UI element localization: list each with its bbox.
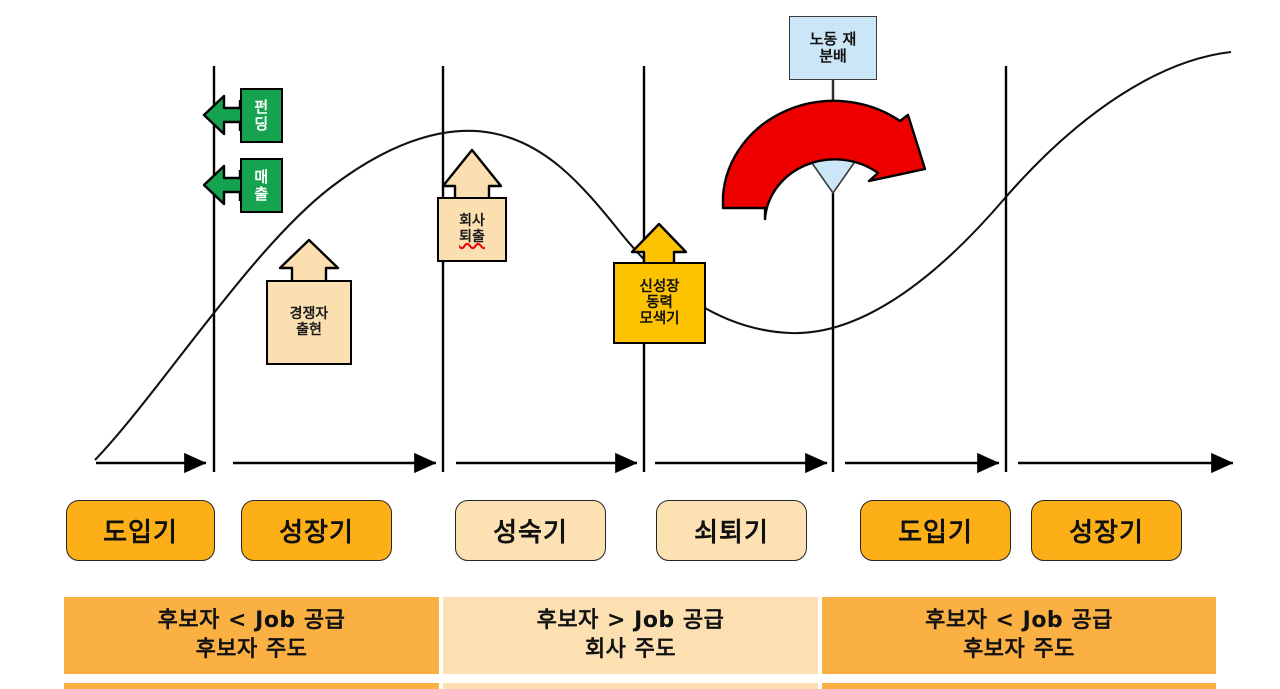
callout-company-exit: 회사 퇴출 [437, 197, 507, 262]
callout-competitor-emergence: 경쟁자 출현 [266, 280, 352, 365]
banner-row1-middle: 후보자 > Job 공급 회사 주도 [443, 597, 818, 674]
banner-row1-left: 후보자 < Job 공급 후보자 주도 [64, 597, 439, 674]
callout-competitor-label: 경쟁자 출현 [289, 305, 329, 338]
callout-revenue: 매 출 [240, 158, 283, 213]
stage-pill-2-label: 성장기 [279, 518, 354, 548]
callout-revenue-label: 매 출 [254, 167, 269, 203]
callout-new-growth-label: 신성장 동력 모색기 [639, 278, 680, 328]
banner-row2-middle [443, 683, 818, 689]
stage-pill-5[interactable]: 도입기 [860, 500, 1011, 561]
banner-row1-middle-line1: 후보자 > Job 공급 [536, 608, 725, 634]
banner-row2-right [822, 683, 1216, 689]
stage-pill-1[interactable]: 도입기 [66, 500, 215, 561]
callout-funding: 펀 딩 [240, 88, 283, 143]
stage-pill-3[interactable]: 성숙기 [455, 500, 606, 561]
stage-pill-3-label: 성숙기 [493, 518, 568, 548]
stage-pill-4-label: 쇠퇴기 [694, 518, 769, 548]
callout-company-exit-line2: 퇴출 [459, 228, 485, 245]
banner-row1-right-line1: 후보자 < Job 공급 [925, 608, 1113, 634]
competitor-arrow-head [278, 238, 340, 284]
funding-arrow-head [202, 94, 242, 136]
callout-funding-label: 펀 딩 [254, 97, 269, 133]
stage-pill-2[interactable]: 성장기 [241, 500, 392, 561]
stage-divider-lines [212, 66, 1008, 472]
labor-redistribution-connector [803, 80, 863, 195]
banner-row1-left-line1: 후보자 < Job 공급 [157, 608, 346, 634]
red-curved-arrow [721, 99, 927, 221]
stage-pill-4[interactable]: 쇠퇴기 [656, 500, 807, 561]
banner-row1-left-line2: 후보자 주도 [195, 636, 308, 662]
new-growth-arrow-head [630, 222, 688, 268]
callout-labor-redistribution-label: 노동 재 분배 [809, 30, 857, 65]
banner-row1-right-line2: 후보자 주도 [963, 636, 1075, 662]
banner-row2-left [64, 683, 439, 689]
callout-company-exit-line1: 회사 [459, 212, 485, 229]
callout-new-growth-engine: 신성장 동력 모색기 [613, 262, 706, 344]
stage-pill-5-label: 도입기 [898, 518, 973, 548]
revenue-arrow-head [202, 164, 242, 206]
company-exit-arrow-head [441, 148, 503, 202]
stage-pill-6-label: 성장기 [1069, 518, 1144, 548]
banner-row1-middle-line2: 회사 주도 [584, 636, 677, 662]
stage-pill-6[interactable]: 성장기 [1031, 500, 1182, 561]
callout-labor-redistribution: 노동 재 분배 [789, 16, 877, 80]
stage-pill-1-label: 도입기 [103, 518, 178, 548]
banner-row1-right: 후보자 < Job 공급 후보자 주도 [822, 597, 1216, 674]
